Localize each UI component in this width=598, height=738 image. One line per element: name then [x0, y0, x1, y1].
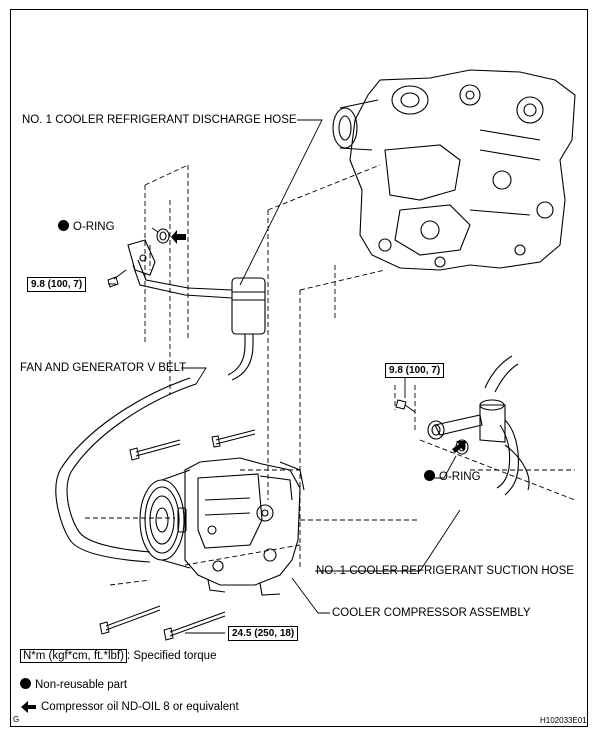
legend-non-reusable-text: Non-reusable part [35, 679, 128, 691]
o-ring-right-text: O-RING [439, 471, 481, 483]
legend-torque-unit: N*m (kgf*cm, ft.*lbf) [20, 649, 127, 663]
compressor-bolts [99, 429, 256, 641]
torque-right: 9.8 (100, 7) [385, 363, 445, 378]
torque-bottom: 24.5 (250, 18) [228, 626, 299, 641]
legend-oil-arrow [21, 701, 36, 713]
bolt-right [395, 399, 416, 413]
legend-compressor-oil: Compressor oil ND-OIL 8 or equivalent [41, 701, 239, 713]
torque-left: 9.8 (100, 7) [27, 277, 87, 292]
discharge-hose [127, 228, 266, 381]
leader-lines [108, 119, 461, 634]
engine-block [332, 69, 576, 271]
non-reusable-icon [20, 678, 31, 689]
o-ring-top-text: O-RING [73, 221, 115, 233]
label-compressor: COOLER COMPRESSOR ASSEMBLY [332, 607, 531, 619]
legend-torque: N*m (kgf*cm, ft.*lbf): Specified torque [20, 649, 216, 663]
label-discharge-hose: NO. 1 COOLER REFRIGERANT DISCHARGE HOSE [22, 114, 297, 126]
page-letter: G [13, 715, 20, 724]
label-fan-belt: FAN AND GENERATOR V BELT [20, 362, 187, 374]
oil-arrow-top [171, 230, 186, 244]
compressor-body [139, 457, 305, 596]
legend-torque-desc: : Specified torque [126, 650, 217, 662]
oil-arrow-right [452, 441, 466, 453]
bolt-left [107, 269, 127, 288]
figure-border [10, 9, 588, 727]
label-o-ring-right: O-RING [424, 470, 481, 484]
figure-id: H102033E01 [540, 716, 587, 725]
label-o-ring-top: O-RING [58, 220, 115, 234]
non-reusable-icon [424, 470, 435, 481]
label-suction-hose: NO. 1 COOLER REFRIGERANT SUCTION HOSE [316, 565, 574, 577]
legend-non-reusable: Non-reusable part [20, 678, 127, 692]
non-reusable-icon [58, 220, 69, 231]
v-belt [55, 377, 197, 563]
alignment-lines [85, 164, 576, 586]
